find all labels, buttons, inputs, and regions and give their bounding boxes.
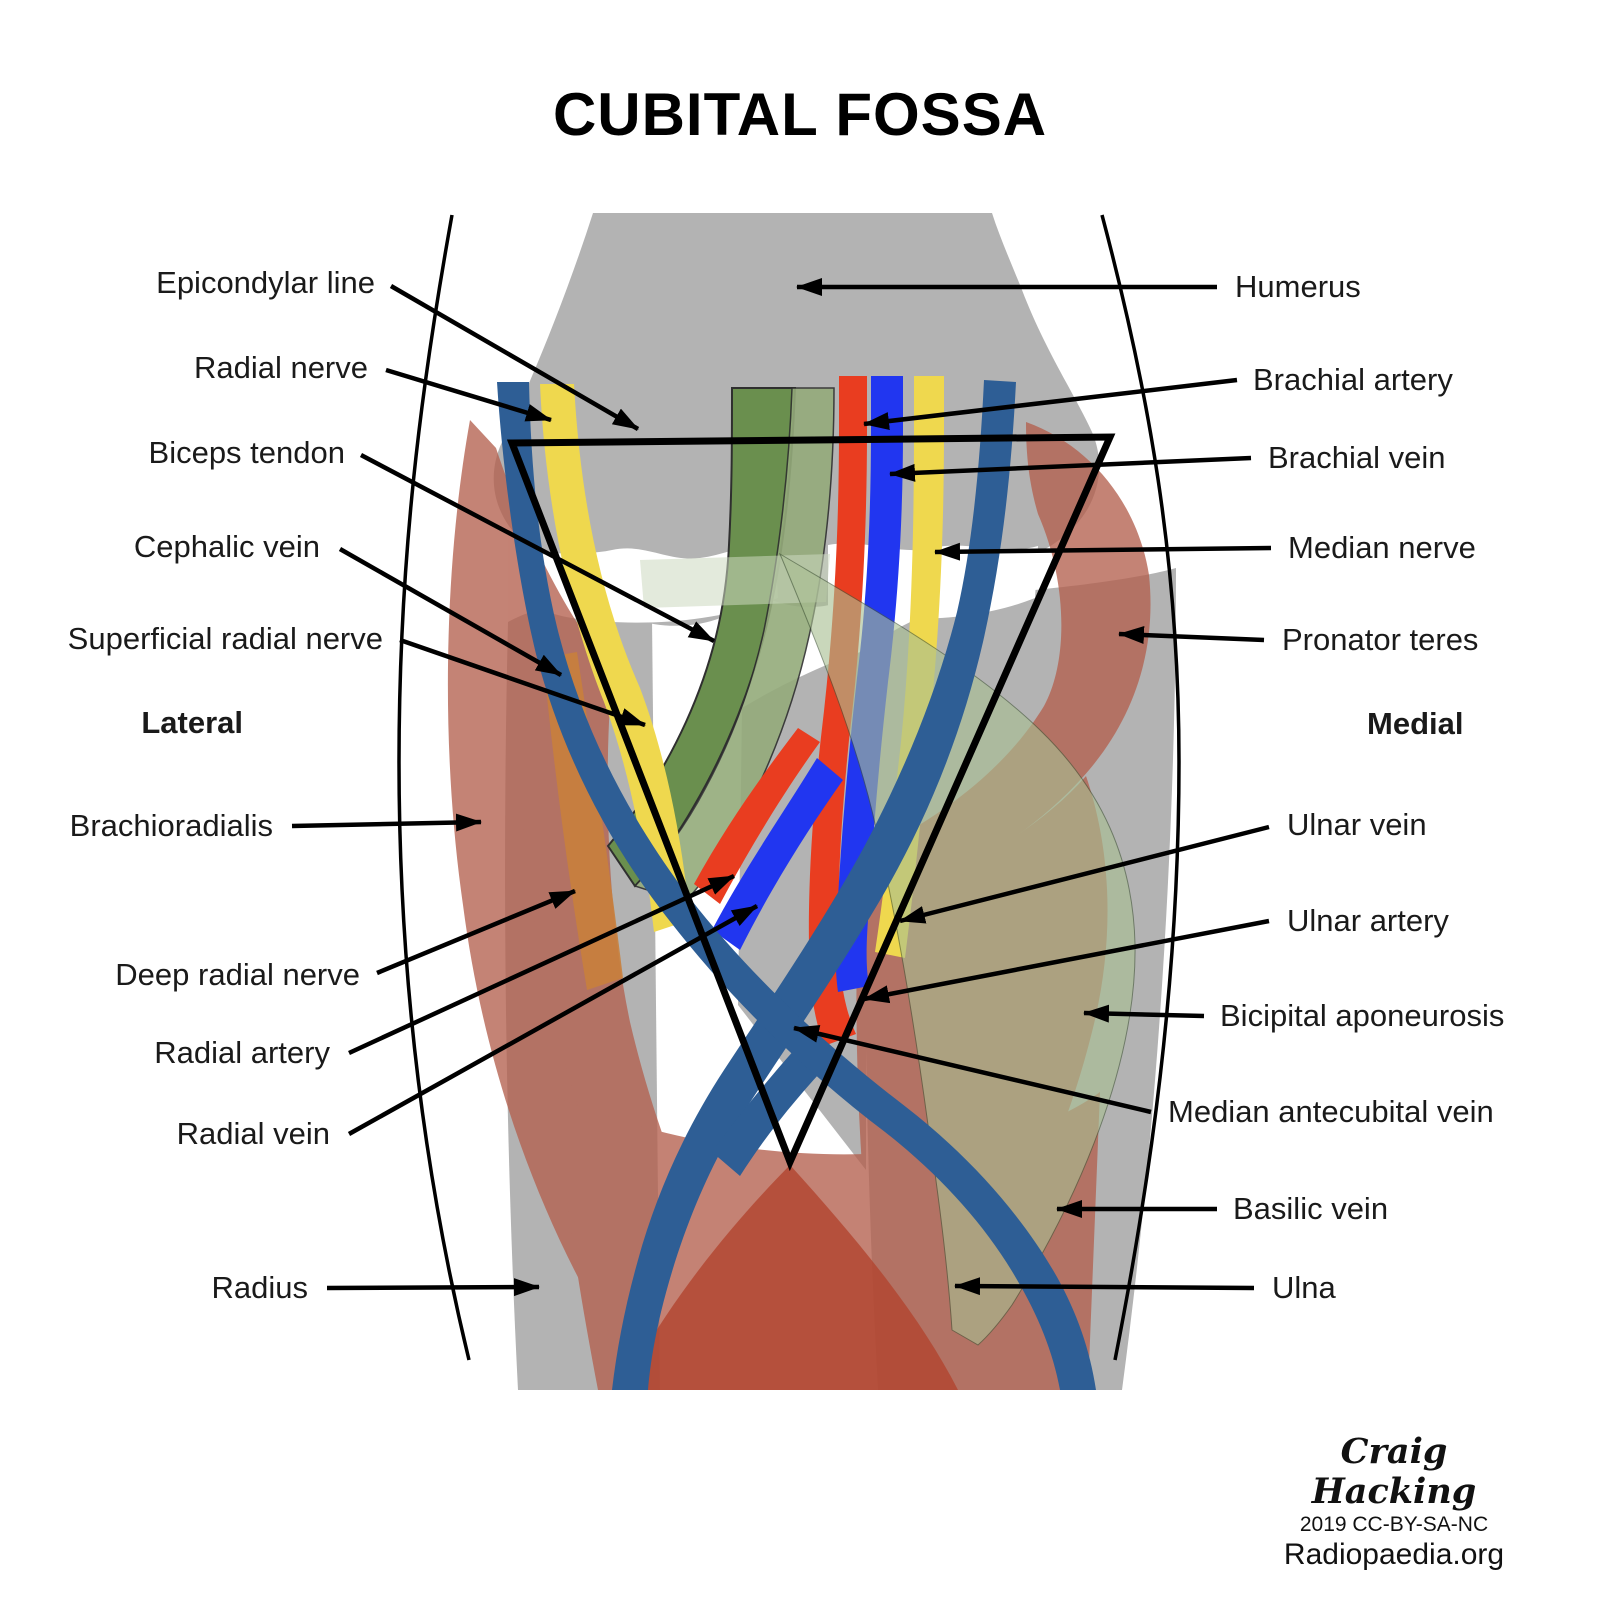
label-ulna: Ulna — [1272, 1270, 1336, 1305]
label-bicipital-aponeurosis: Bicipital aponeurosis — [1220, 998, 1505, 1033]
pointer-bicipital-aponeurosis — [1083, 1004, 1205, 1023]
label-ulnar-artery: Ulnar artery — [1287, 903, 1449, 938]
pointer-arrows — [291, 278, 1272, 1297]
label-biceps-tendon: Biceps tendon — [148, 435, 345, 470]
pointer-biceps-tendon — [359, 453, 716, 643]
pointer-brachioradialis — [291, 813, 482, 832]
radial-artery-band — [694, 728, 820, 904]
label-basilic-vein: Basilic vein — [1233, 1191, 1389, 1226]
label-epicondylar-line: Epicondylar line — [156, 265, 375, 300]
radial-vein-band — [712, 758, 843, 950]
arm-outline-right — [1100, 214, 1181, 1361]
label-superficial-radial-nerve: Superficial radial nerve — [67, 621, 383, 656]
pointer-median-nerve — [934, 542, 1272, 561]
pointer-epicondylar-line — [389, 284, 640, 431]
arm-outline-left — [397, 214, 471, 1361]
label-radius: Radius — [211, 1270, 309, 1305]
label-radial-artery: Radial artery — [154, 1035, 330, 1070]
label-radial-vein: Radial vein — [176, 1116, 330, 1151]
pointer-cephalic-vein — [338, 547, 563, 677]
joint-highlight-band — [640, 554, 830, 608]
label-brachial-vein: Brachial vein — [1268, 440, 1446, 475]
author-signature: Craig Hacking — [1311, 1431, 1477, 1512]
pronator-teres-muscle — [853, 422, 1151, 908]
page-title: CUBITAL FOSSA — [552, 81, 1048, 148]
label-medial: Medial — [1367, 706, 1464, 741]
label-brachial-artery: Brachial artery — [1253, 362, 1453, 397]
label-ulnar-vein: Ulnar vein — [1287, 807, 1427, 842]
label-pronator-teres: Pronator teres — [1282, 622, 1479, 657]
label-deep-radial-nerve: Deep radial nerve — [115, 957, 360, 992]
license-text: 2019 CC-BY-SA-NC — [1299, 1513, 1489, 1536]
label-median-nerve: Median nerve — [1288, 530, 1476, 565]
label-brachioradialis: Brachioradialis — [69, 808, 273, 843]
pointer-superficial-radial-nerve — [399, 637, 646, 728]
pointer-pronator-teres — [1118, 626, 1265, 645]
label-radial-nerve: Radial nerve — [193, 350, 368, 385]
label-median-antecubital-vein: Median antecubital vein — [1168, 1094, 1494, 1129]
pointer-median-antecubital-vein — [793, 1024, 1152, 1115]
pointer-ulna — [954, 1277, 1255, 1296]
credits-block: Craig Hacking 2019 CC-BY-SA-NC Radiopaed… — [1262, 1432, 1526, 1572]
deep-flexor-muscle — [622, 1165, 958, 1390]
label-lateral: Lateral — [141, 705, 243, 740]
pointer-radial-nerve — [385, 367, 552, 423]
pointer-radial-vein — [347, 904, 759, 1136]
pointer-brachial-vein — [889, 455, 1252, 482]
cephalic-to-basilic-vein — [497, 382, 1096, 1390]
pointer-radius — [326, 1278, 540, 1297]
brachial-artery-band — [808, 376, 867, 1046]
pointer-brachial-artery — [863, 377, 1238, 431]
pointer-ulnar-vein — [899, 824, 1270, 924]
pointer-ulnar-artery — [863, 918, 1270, 1004]
basilic-to-radial-vein — [612, 380, 1016, 1390]
cubital-fossa-triangle — [506, 433, 1116, 1172]
label-humerus: Humerus — [1235, 269, 1361, 304]
label-cephalic-vein: Cephalic vein — [133, 529, 320, 564]
pointer-deep-radial-nerve — [376, 888, 576, 976]
radial-nerve-band — [540, 384, 690, 932]
pointer-radial-artery — [348, 873, 735, 1056]
site-text: Radiopaedia.org — [1283, 1538, 1505, 1571]
arm-outlines — [397, 214, 1181, 1361]
